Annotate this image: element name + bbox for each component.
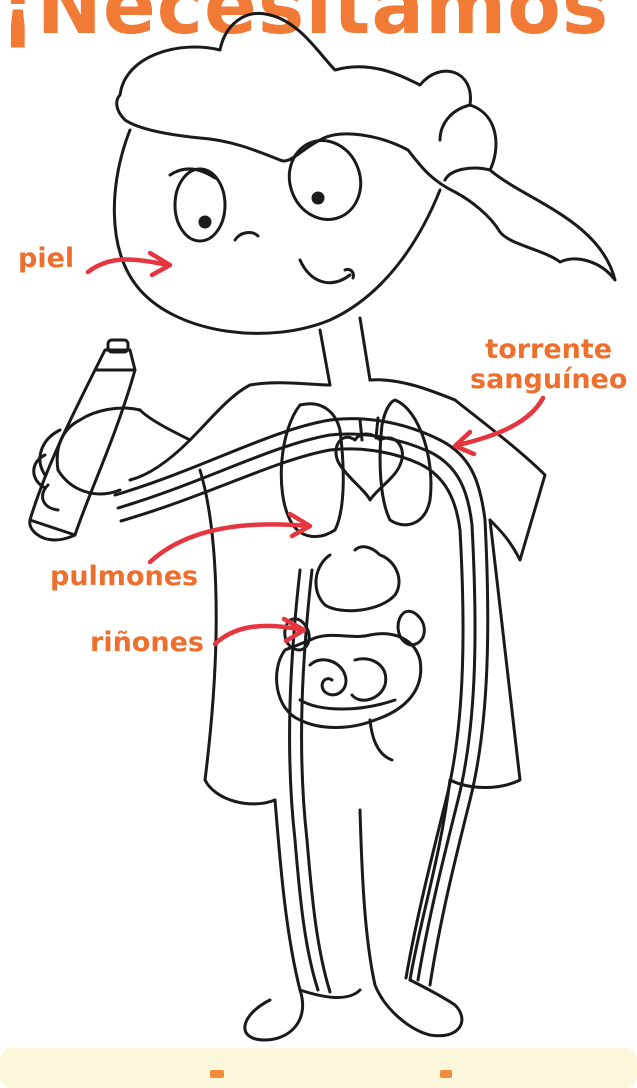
banner-dash-2 [440,1070,452,1078]
label-pulmones: pulmones [50,562,198,592]
label-torrente-line2: sanguíneo [470,365,627,395]
face [114,130,440,333]
banner-dash-1 [210,1070,224,1078]
label-torrente-line1: torrente [470,335,627,365]
right-eye [278,130,371,229]
label-rinones: riñones [90,628,204,658]
left-eye [175,169,225,241]
intestines [277,634,421,728]
heart [336,434,402,500]
label-torrente-sanguineo: torrente sanguíneo [470,335,627,395]
stomach [316,547,399,611]
bottom-banner [0,1048,637,1088]
label-piel: piel [18,244,74,274]
